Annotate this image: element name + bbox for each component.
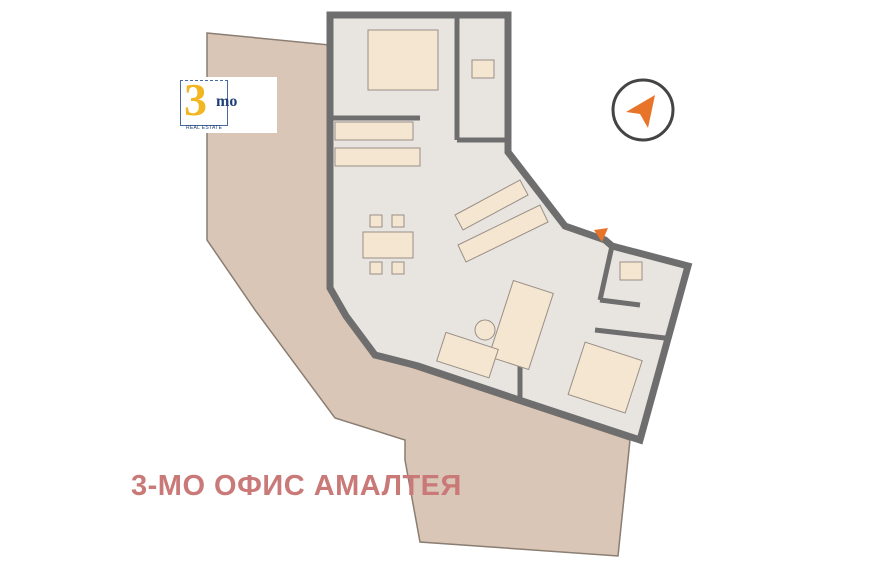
logo: 3 mo REAL ESTATE — [166, 77, 277, 133]
chair — [391, 214, 405, 228]
chair — [369, 261, 383, 275]
logo-suffix: mo — [216, 93, 238, 110]
logo-tagline: REAL ESTATE — [186, 125, 223, 131]
toilet-1 — [471, 59, 495, 79]
property-title: 3-МО ОФИС АМАЛТЕЯ — [131, 470, 462, 502]
bed-1 — [367, 29, 439, 91]
kitchen-counter — [454, 179, 529, 231]
bed-2 — [567, 341, 643, 414]
kitchen-island — [457, 204, 549, 263]
compass-arrow — [626, 95, 655, 128]
coffee-table — [474, 319, 496, 341]
chair — [391, 261, 405, 275]
sofa-2 — [436, 331, 499, 379]
dining-table — [362, 231, 414, 259]
toilet-2 — [619, 261, 643, 281]
logo-bracket — [180, 80, 228, 126]
furniture — [334, 29, 643, 414]
chair — [369, 214, 383, 228]
wardrobe — [334, 121, 414, 141]
entrance-arrow-icon — [594, 228, 608, 242]
sofa — [488, 279, 554, 371]
logo-numeral: 3 — [184, 74, 207, 125]
desk — [334, 147, 421, 167]
